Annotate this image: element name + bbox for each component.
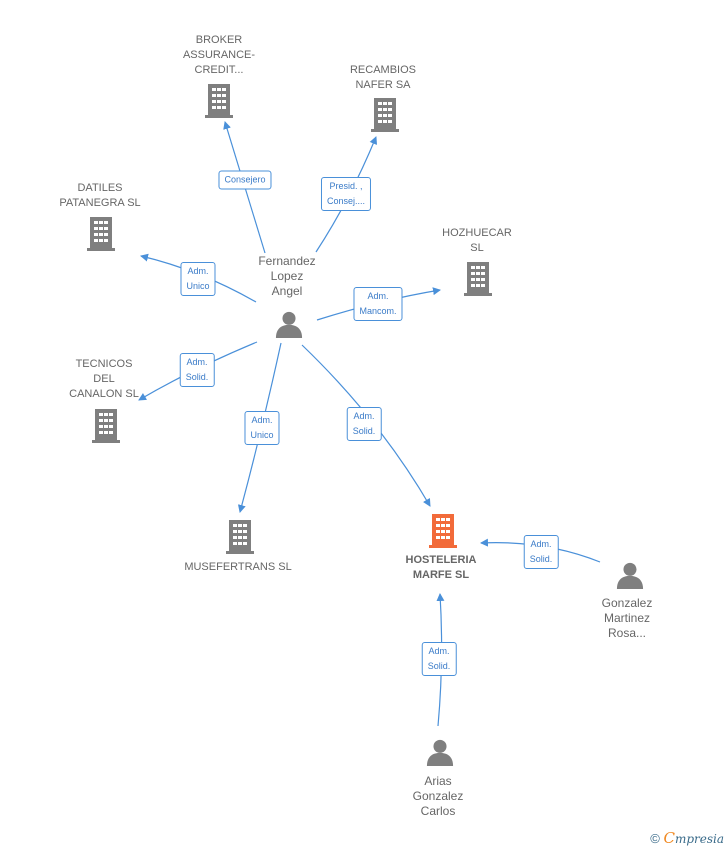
tecnicos-building-icon[interactable] xyxy=(92,409,120,443)
hosteleria-building-icon[interactable] xyxy=(429,514,457,548)
logo-text: mpresia xyxy=(674,832,724,846)
edge-label-gonzalez: Adm. Solid. xyxy=(523,535,559,569)
hozhuecar-building-icon[interactable] xyxy=(464,262,492,296)
node-label-fernandez[interactable]: Fernandez Lopez Angel xyxy=(258,254,316,298)
broker-building-icon[interactable] xyxy=(205,84,233,118)
edge-label-tecnicos: Adm. Solid. xyxy=(179,353,215,387)
datiles-building-icon[interactable] xyxy=(87,217,115,251)
empresia-logo[interactable]: Cmpresia xyxy=(663,829,724,847)
arias-person-icon[interactable] xyxy=(426,739,454,766)
edge-label-hosteleria: Adm. Solid. xyxy=(346,407,382,441)
node-label-tecnicos[interactable]: TECNICOS DEL CANALON SL xyxy=(69,358,139,400)
edge-label-consejero: Consejero xyxy=(218,170,272,190)
node-label-hosteleria[interactable]: HOSTELERIA MARFE SL xyxy=(405,554,477,581)
logo-initial: C xyxy=(663,829,675,847)
node-label-gonzalez[interactable]: Gonzalez Martinez Rosa... xyxy=(601,596,653,640)
musefertrans-building-icon[interactable] xyxy=(226,520,254,554)
node-label-musefertrans[interactable]: MUSEFERTRANS SL xyxy=(184,561,292,573)
node-label-recambios[interactable]: RECAMBIOS NAFER SA xyxy=(349,64,417,91)
edge-label-presid: Presid. , Consej.... xyxy=(320,177,372,211)
recambios-building-icon[interactable] xyxy=(371,98,399,132)
node-label-broker[interactable]: BROKER ASSURANCE- CREDIT... xyxy=(182,34,256,76)
edge-label-datiles: Adm. Unico xyxy=(180,262,216,296)
node-label-hozhuecar[interactable]: HOZHUECAR SL xyxy=(442,227,512,254)
node-label-datiles[interactable]: DATILES PATANEGRA SL xyxy=(59,182,141,209)
copyright-notice: © Cmpresia xyxy=(650,829,724,847)
edge-label-musefertrans: Adm. Unico xyxy=(244,411,280,445)
copyright-icon: © xyxy=(650,831,660,846)
edge-label-hozhuecar: Adm. Mancom. xyxy=(353,287,403,321)
gonzalez-person-icon[interactable] xyxy=(616,562,644,589)
fernandez-person-icon[interactable] xyxy=(275,311,303,338)
node-label-arias[interactable]: Arias Gonzalez Carlos xyxy=(412,774,464,818)
edge-label-arias: Adm. Solid. xyxy=(421,642,457,676)
